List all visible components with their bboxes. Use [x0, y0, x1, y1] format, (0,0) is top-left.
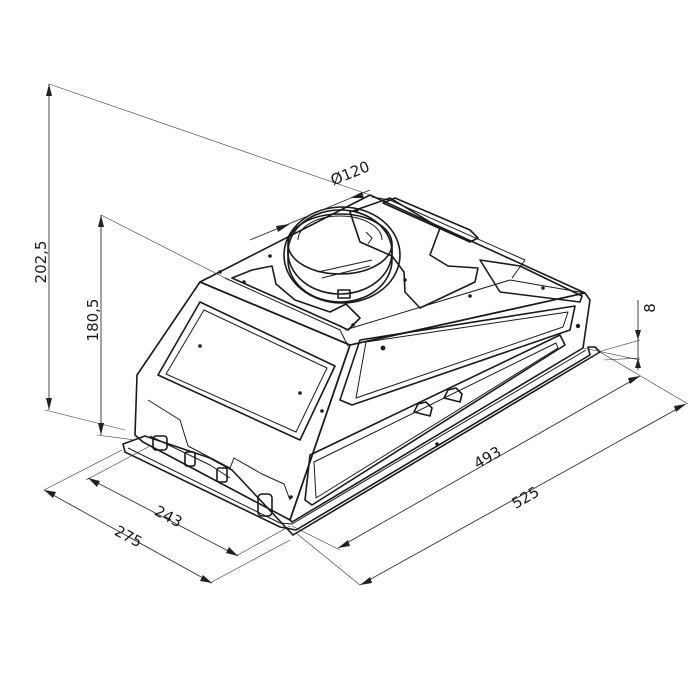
- top-panel-left: [231, 265, 361, 331]
- bottom-flange-inner: [127, 349, 587, 525]
- side-tab-2: [443, 387, 463, 403]
- label-overall-depth: 275: [111, 522, 145, 551]
- label-body-height: 180,5: [84, 299, 102, 342]
- side-recess-lower-inner: [313, 342, 559, 499]
- label-overall-width: 525: [509, 483, 543, 513]
- front-lower-panel: [147, 399, 291, 501]
- top-panel-back: [382, 197, 479, 243]
- dimension-lines: [43, 83, 689, 586]
- label-body-width: 493: [471, 443, 505, 473]
- duct-collar: [283, 206, 401, 304]
- front-window-inner: [165, 309, 328, 433]
- front-lower-panel-2: [149, 435, 231, 479]
- front-connector-3: [216, 467, 228, 483]
- top-side-panel: [479, 259, 583, 303]
- label-flange-height: 8: [641, 303, 659, 313]
- front-connector-1: [152, 435, 168, 451]
- label-body-depth: 243: [151, 502, 185, 531]
- side-recess-upper: [339, 305, 576, 406]
- front-connector-4: [257, 493, 273, 517]
- bottom-flange: [122, 346, 601, 536]
- label-overall-height: 202,5: [32, 241, 50, 284]
- top-ridge-back: [371, 196, 526, 279]
- front-window: [157, 301, 336, 441]
- front-connector-2: [184, 451, 196, 467]
- top-ridge-right: [344, 279, 586, 331]
- hood-body: [122, 194, 601, 536]
- side-tab-1: [413, 401, 433, 417]
- side-recess-lower: [304, 334, 566, 506]
- top-ridge-left: [224, 277, 349, 347]
- label-duct-diameter: Ø120: [328, 157, 372, 189]
- side-recess-upper-inner: [355, 311, 569, 399]
